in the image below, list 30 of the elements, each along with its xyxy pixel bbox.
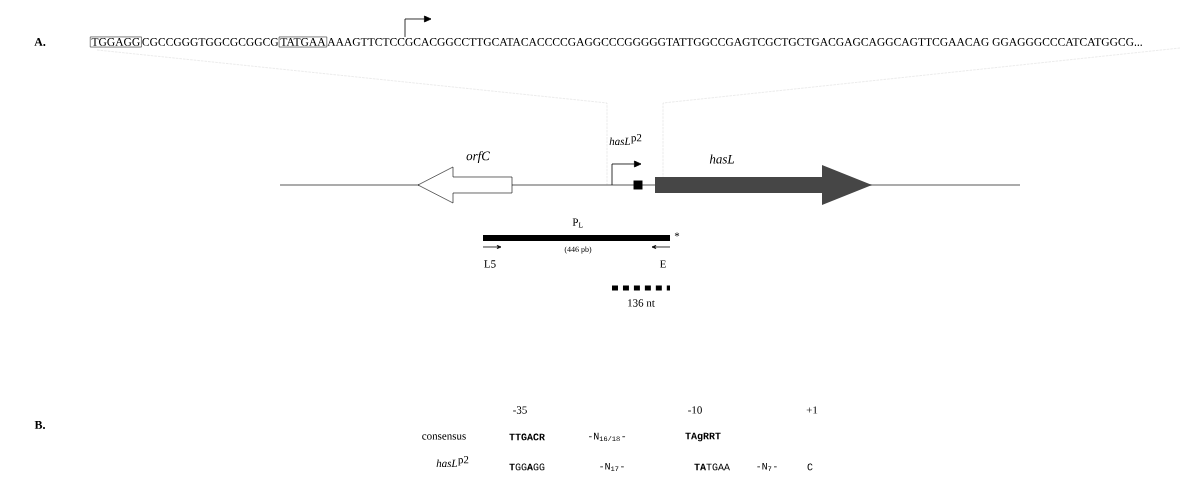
panel-label: A. bbox=[34, 37, 46, 47]
primer-label: L5 bbox=[484, 260, 496, 268]
probe-bar: 136 nt bbox=[612, 285, 670, 307]
sequence-text: -N$_{16/18}$- bbox=[588, 432, 626, 442]
sequence-box: TATGAA bbox=[278, 36, 328, 48]
panel-label: B. bbox=[34, 421, 45, 429]
sequence-text: -N$_{7}$- bbox=[757, 462, 777, 471]
sequence-box: TGGAGG bbox=[90, 36, 142, 48]
node-label: hasL bbox=[709, 154, 734, 164]
sequence-text: TAgRRT bbox=[685, 432, 721, 442]
row-label: p2 bbox=[458, 456, 469, 466]
position-label: -35 bbox=[513, 406, 527, 414]
sequence-text: C bbox=[807, 463, 813, 471]
node-label: P$_{L}$ bbox=[572, 218, 583, 228]
position-label: +1 bbox=[806, 406, 818, 414]
sequence-text: CGCCGGGTGGCGCGGCG bbox=[142, 38, 279, 46]
row-label: consensus bbox=[422, 434, 466, 440]
primer-label: E bbox=[659, 260, 666, 268]
sequence-text: -N$_{17}$- bbox=[600, 462, 624, 471]
node-label: orfC bbox=[466, 151, 491, 163]
asterisk: * bbox=[674, 232, 680, 237]
promoter-label: hasL bbox=[609, 137, 630, 146]
sequence-text: TTGACR bbox=[509, 433, 545, 441]
row-label: hasL bbox=[436, 459, 457, 468]
position-label: -10 bbox=[688, 406, 702, 414]
sequence-text: TATGAA bbox=[694, 463, 730, 471]
promoter-label: p2 bbox=[631, 134, 642, 144]
binding-site bbox=[633, 180, 643, 190]
sequence-text: AAAGTTCTCCGCACGGCCTTGCATACACCCCGAGGCCCGGGGGTATTGGCCGAGTCGCTGCTGACGAGCAGGCAGTTCGAACAG GGAGGGCCCATCATGGCG... bbox=[327, 38, 1142, 46]
sequence-text: TGGAGG bbox=[509, 463, 545, 471]
